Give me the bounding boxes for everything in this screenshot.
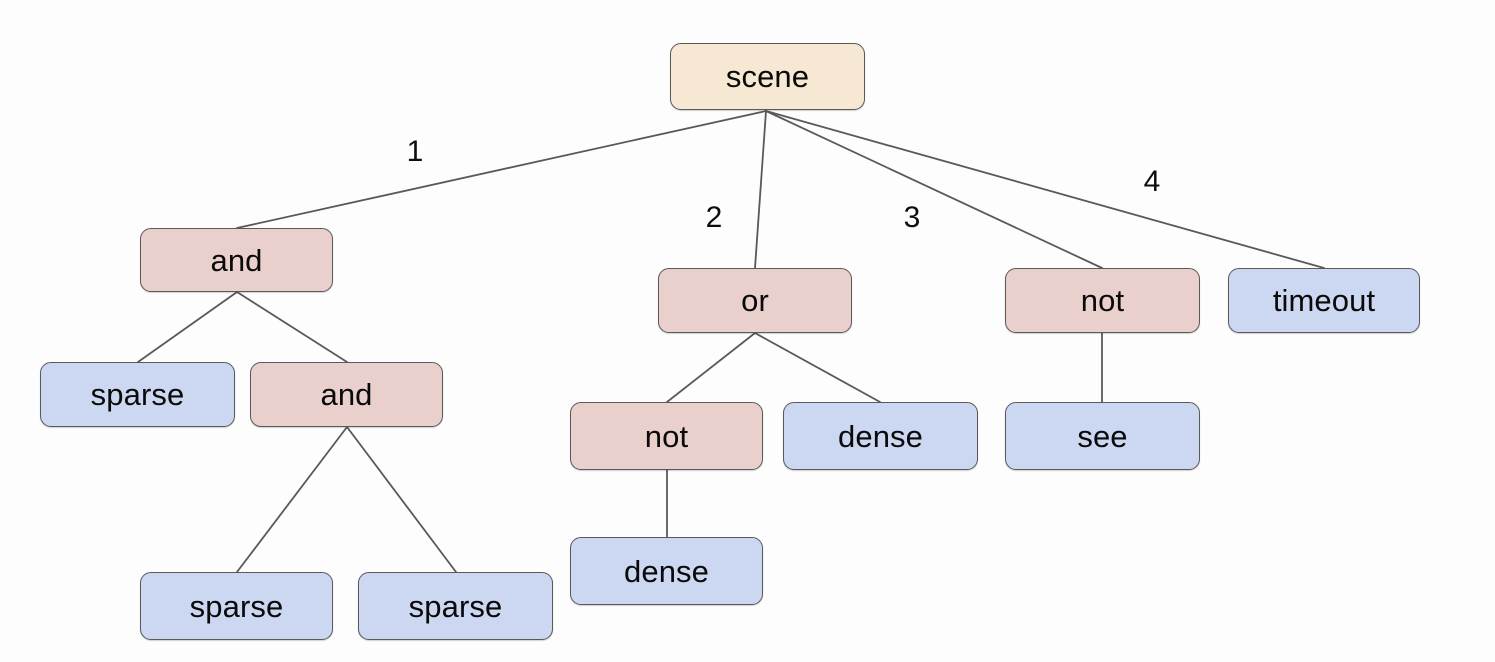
tree-node-label: and bbox=[320, 377, 373, 412]
tree-node-sparse2[interactable]: sparse bbox=[140, 572, 333, 640]
tree-node-label: sparse bbox=[189, 588, 284, 624]
edge-label-1: 1 bbox=[406, 135, 424, 168]
tree-node-sparse1[interactable]: sparse bbox=[40, 362, 235, 427]
tree-node-label: not bbox=[1080, 283, 1125, 318]
tree-node-dense2[interactable]: dense bbox=[783, 402, 978, 470]
tree-edge-and1-to-sparse1 bbox=[137, 291, 238, 363]
tree-node-and1[interactable]: and bbox=[140, 228, 333, 292]
tree-node-label: and bbox=[210, 242, 263, 278]
tree-edge-or1-to-not1 bbox=[666, 332, 756, 403]
edge-label-4: 4 bbox=[1143, 165, 1161, 198]
tree-edge-and1-to-and2 bbox=[236, 291, 348, 363]
tree-node-label: sparse bbox=[408, 588, 503, 624]
tree-edge-and2-to-sparse2 bbox=[236, 426, 348, 573]
tree-node-dense1[interactable]: dense bbox=[570, 537, 763, 605]
tree-edge-and2-to-sparse3 bbox=[346, 426, 457, 573]
tree-node-label: dense bbox=[838, 418, 923, 454]
tree-node-and2[interactable]: and bbox=[250, 362, 443, 427]
edge-label-2: 2 bbox=[705, 201, 723, 234]
tree-node-label: scene bbox=[725, 59, 810, 94]
tree-node-label: not bbox=[644, 418, 689, 454]
tree-node-not1[interactable]: not bbox=[570, 402, 763, 470]
tree-node-scene[interactable]: scene bbox=[670, 43, 865, 110]
edge-label-3: 3 bbox=[903, 201, 921, 234]
tree-edge-or1-to-dense2 bbox=[754, 332, 881, 403]
tree-node-label: or bbox=[741, 283, 769, 318]
tree-edge-scene-to-or1 bbox=[754, 110, 767, 269]
tree-edge-scene-to-and1 bbox=[236, 110, 767, 229]
tree-node-not2[interactable]: not bbox=[1005, 268, 1200, 333]
tree-node-label: see bbox=[1077, 418, 1128, 454]
tree-node-label: dense bbox=[624, 553, 709, 589]
tree-node-label: sparse bbox=[90, 377, 185, 412]
tree-node-see1[interactable]: see bbox=[1005, 402, 1200, 470]
tree-edge-scene-to-timeout1 bbox=[765, 110, 1325, 269]
tree-node-timeout1[interactable]: timeout bbox=[1228, 268, 1420, 333]
tree-node-or1[interactable]: or bbox=[658, 268, 852, 333]
tree-node-sparse3[interactable]: sparse bbox=[358, 572, 553, 640]
tree-edge-scene-to-not2 bbox=[765, 110, 1103, 269]
tree-node-label: timeout bbox=[1272, 283, 1376, 318]
